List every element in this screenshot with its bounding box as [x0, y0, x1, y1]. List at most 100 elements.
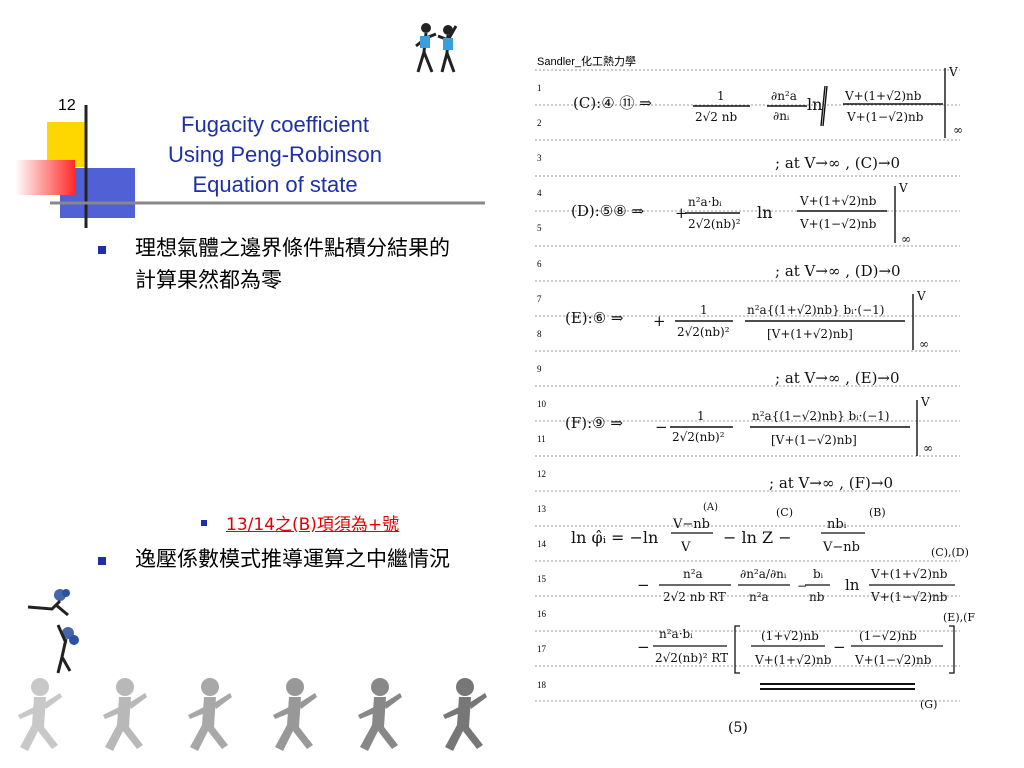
eq-f-limit: ; at V→∞ , (F)→0 [769, 474, 893, 492]
running-figures-icon [18, 678, 487, 751]
svg-text:∂nᵢ: ∂nᵢ [773, 109, 790, 123]
svg-text:V+(1+√2)nb: V+(1+√2)nb [754, 653, 832, 667]
svg-text:n²a: n²a [683, 567, 703, 581]
slide-number: 12 [58, 97, 76, 114]
svg-text:n²a{(1−√2)nb} bᵢ·(−1): n²a{(1−√2)nb} bᵢ·(−1) [752, 409, 889, 423]
tag-c: (C) [776, 506, 793, 519]
bullet-marker [98, 246, 106, 254]
svg-text:1: 1 [717, 89, 725, 103]
line-number: 11 [537, 434, 546, 444]
svg-text:+: + [653, 312, 666, 330]
line-number: 13 [537, 504, 546, 514]
svg-text:n²a{(1+√2)nb} bᵢ·(−1): n²a{(1+√2)nb} bᵢ·(−1) [747, 303, 884, 317]
svg-text:V+(1−√2)nb: V+(1−√2)nb [799, 217, 877, 231]
svg-text:n²a·bᵢ: n²a·bᵢ [688, 195, 722, 209]
svg-text:ln: ln [807, 95, 822, 114]
eq-line-17: − n²a·bᵢ2√2(nb)² RT (1+√2)nbV+(1+√2)nb −… [637, 627, 932, 667]
eq-line-15: − n²a 2√2 nb RT ∂n²a/∂nᵢ n²a − bᵢ nb ln V+(… [637, 567, 948, 604]
svg-text:[V+(1+√2)nb]: [V+(1+√2)nb] [767, 327, 853, 341]
svg-text:2√2 nb: 2√2 nb [695, 110, 737, 124]
line-number: 14 [537, 539, 546, 549]
svg-text:ln φ̂ᵢ = −ln: ln φ̂ᵢ = −ln [571, 528, 658, 547]
svg-text:−: − [797, 579, 807, 593]
line-number: 2 [537, 118, 542, 128]
svg-text:2√2(nb)²: 2√2(nb)² [688, 217, 741, 231]
title-line-2: Using Peng-Robinson [167, 142, 383, 167]
svg-text:[V+(1−√2)nb]: [V+(1−√2)nb] [771, 433, 857, 447]
eq-c-limit: ; at V→∞ , (C)→0 [775, 154, 900, 172]
svg-text:∂n²a: ∂n²a [771, 89, 797, 103]
title-line-3: Equation of state [192, 172, 358, 197]
climbers-icon [27, 589, 79, 674]
svg-text:bᵢ: bᵢ [813, 567, 824, 581]
hikers-icon [415, 23, 458, 73]
svg-text:nb: nb [809, 590, 825, 604]
line-number: 6 [537, 259, 542, 269]
svg-text:2√2(nb)² RT: 2√2(nb)² RT [655, 651, 728, 665]
svg-text:(1+√2)nb: (1+√2)nb [761, 629, 819, 643]
eq-d-limit: ; at V→∞ , (D)→0 [775, 262, 901, 280]
eq-e-expression [675, 294, 914, 350]
svg-text:V+(1−√2)nb: V+(1−√2)nb [870, 590, 948, 604]
svg-text:V: V [898, 181, 908, 195]
svg-text:∞: ∞ [919, 337, 929, 351]
sub-bullet-marker [201, 520, 207, 526]
svg-text:nbᵢ: nbᵢ [827, 517, 847, 532]
title-line-1: Fugacity coefficient [181, 112, 369, 137]
eq-d-label: (D):⑤⑧ ⇒ [571, 202, 644, 220]
eq-f-label: (F):⑨ ⇒ [565, 414, 623, 432]
line-number: 15 [537, 574, 546, 584]
tag-g: (G) [920, 698, 937, 711]
svg-text:2√2(nb)²: 2√2(nb)² [672, 430, 725, 444]
line-number: 9 [537, 364, 542, 374]
line-number: 1 [537, 83, 542, 93]
svg-text:+: + [675, 204, 688, 222]
svg-text:−: − [637, 576, 650, 594]
svg-text:V: V [920, 395, 930, 409]
eq-e-limit: ; at V→∞ , (E)→0 [775, 369, 900, 387]
eq-f-expression [670, 400, 918, 456]
bullet-sign-note: 13/14之(B)項須為+號 [226, 515, 400, 535]
line-number: 4 [537, 188, 542, 198]
tag-b: (B) [869, 506, 886, 519]
svg-text:2√2(nb)²: 2√2(nb)² [677, 325, 730, 339]
svg-text:ln: ln [757, 203, 772, 222]
svg-text:(1−√2)nb: (1−√2)nb [859, 629, 917, 643]
eq-e-label: (E):⑥ ⇒ [565, 309, 624, 327]
svg-text:n²a: n²a [749, 590, 769, 604]
svg-text:V+(1+√2)nb: V+(1+√2)nb [799, 194, 877, 208]
svg-text:V+(1+√2)nb: V+(1+√2)nb [844, 89, 922, 103]
svg-text:−: − [655, 418, 668, 436]
line-number: 12 [537, 469, 546, 479]
svg-text:2√2 nb RT: 2√2 nb RT [663, 590, 726, 604]
eq-d-expression [685, 186, 896, 243]
svg-text:1: 1 [700, 303, 708, 317]
svg-text:n²a·bᵢ: n²a·bᵢ [659, 627, 693, 641]
line-number: 3 [537, 153, 542, 163]
svg-text:V−nb: V−nb [672, 517, 710, 532]
svg-text:V−nb: V−nb [822, 540, 860, 555]
line-number: 10 [537, 399, 546, 409]
svg-text:V+(1+√2)nb: V+(1+√2)nb [870, 567, 948, 581]
svg-text:∞: ∞ [953, 123, 963, 137]
notes-page-number: (5) [728, 720, 748, 736]
svg-text:V+(1−√2)nb: V+(1−√2)nb [846, 110, 924, 124]
line-number: 16 [537, 609, 546, 619]
svg-text:∞: ∞ [923, 441, 933, 455]
svg-text:−: − [637, 638, 650, 656]
svg-text:∂n²a/∂nᵢ: ∂n²a/∂nᵢ [740, 567, 787, 581]
svg-text:V: V [680, 540, 691, 555]
bullet-marker [98, 557, 106, 565]
tag-cd: (C),(D) [931, 546, 969, 559]
svg-text:V+(1−√2)nb: V+(1−√2)nb [854, 653, 932, 667]
eq-c-label: (C):④ ⑪ ⇒ [573, 94, 652, 112]
line-number: 7 [537, 294, 542, 304]
tag-ef: (E),(F) [943, 611, 975, 624]
bullet-intermediate-derivation: 逸壓係數模式推導運算之中繼情況 [135, 547, 450, 571]
line-number: 5 [537, 223, 542, 233]
line-number: 17 [537, 644, 546, 654]
svg-text:ln: ln [845, 576, 860, 594]
svg-text:− ln Z −: − ln Z − [723, 528, 792, 547]
tag-a: (A) [703, 502, 718, 513]
